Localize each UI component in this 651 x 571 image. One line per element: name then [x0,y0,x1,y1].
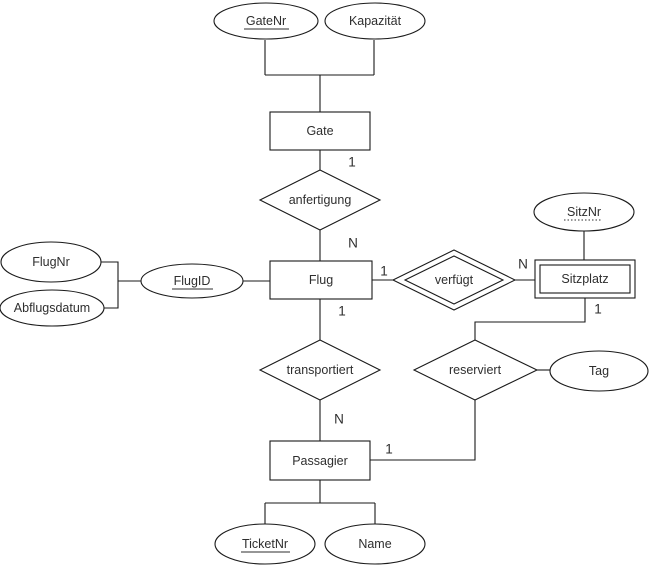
attribute-abflugsdatum-label: Abflugsdatum [14,301,90,315]
entity-gate-label: Gate [306,124,333,138]
relationship-verfuegt-label: verfügt [435,273,474,287]
entity-passagier: Passagier [269,440,371,481]
weak-entity-inner-border [539,264,631,294]
relationship-anfertigung: anfertigung [258,169,382,231]
relationship-reserviert-label: reserviert [449,363,502,377]
attribute-flugid: FlugID [140,263,244,299]
connectors [101,40,586,525]
attribute-kapazitaet-label: Kapazität [349,14,402,28]
attribute-ticketnr-label: TicketNr [242,537,288,551]
attribute-flugid-label: FlugID [174,274,211,288]
cardinality-anfertigung-flug: N [348,236,358,251]
entity-flug-label: Flug [309,273,333,287]
attribute-tag: Tag [549,350,649,392]
entity-sitzplatz-label: Sitzplatz [561,272,608,286]
attribute-kapazitaet: Kapazität [324,2,426,40]
attribute-flugnr-label: FlugNr [32,255,70,269]
attribute-gatenr-label: GateNr [246,14,286,28]
cardinality-sitzplatz-reserviert: 1 [594,302,602,317]
entity-sitzplatz: Sitzplatz [534,259,636,299]
relationship-transportiert: transportiert [258,339,382,401]
attribute-name-label: Name [358,537,391,551]
entity-flug: Flug [269,260,373,300]
cardinality-reserviert-passagier: 1 [385,442,393,457]
attribute-ticketnr: TicketNr [214,523,316,565]
attribute-abflugsdatum: Abflugsdatum [0,289,105,327]
entity-gate: Gate [269,111,371,151]
relationship-anfertigung-label: anfertigung [289,193,352,207]
relationship-reserviert: reserviert [412,339,539,401]
edge-reserviert-passagier [370,400,476,461]
relationship-transportiert-label: transportiert [287,363,354,377]
cardinality-transportiert-passagier: N [334,412,344,427]
attribute-gatenr: GateNr [213,2,319,40]
attribute-tag-label: Tag [589,364,609,378]
identifying-relationship-inner-border [403,255,505,305]
attribute-flugnr: FlugNr [0,241,102,283]
attribute-name: Name [324,523,426,565]
edge-sitzplatz-reserviert [474,298,586,340]
cardinality-flug-verfuegt: 1 [380,264,388,279]
cardinality-flug-transportiert: 1 [338,304,346,319]
cardinality-gate-anfertigung: 1 [348,155,356,170]
entity-passagier-label: Passagier [292,454,348,468]
cardinality-labels: 1 N 1 N 1 1 N 1 [334,155,602,457]
attribute-sitznr-label: SitzNr [567,205,601,219]
cardinality-verfuegt-sitzplatz: N [518,257,528,272]
edge-flug-attr-bracket [101,261,119,309]
relationship-verfuegt: verfügt [391,249,517,311]
attribute-sitznr: SitzNr [533,192,635,232]
